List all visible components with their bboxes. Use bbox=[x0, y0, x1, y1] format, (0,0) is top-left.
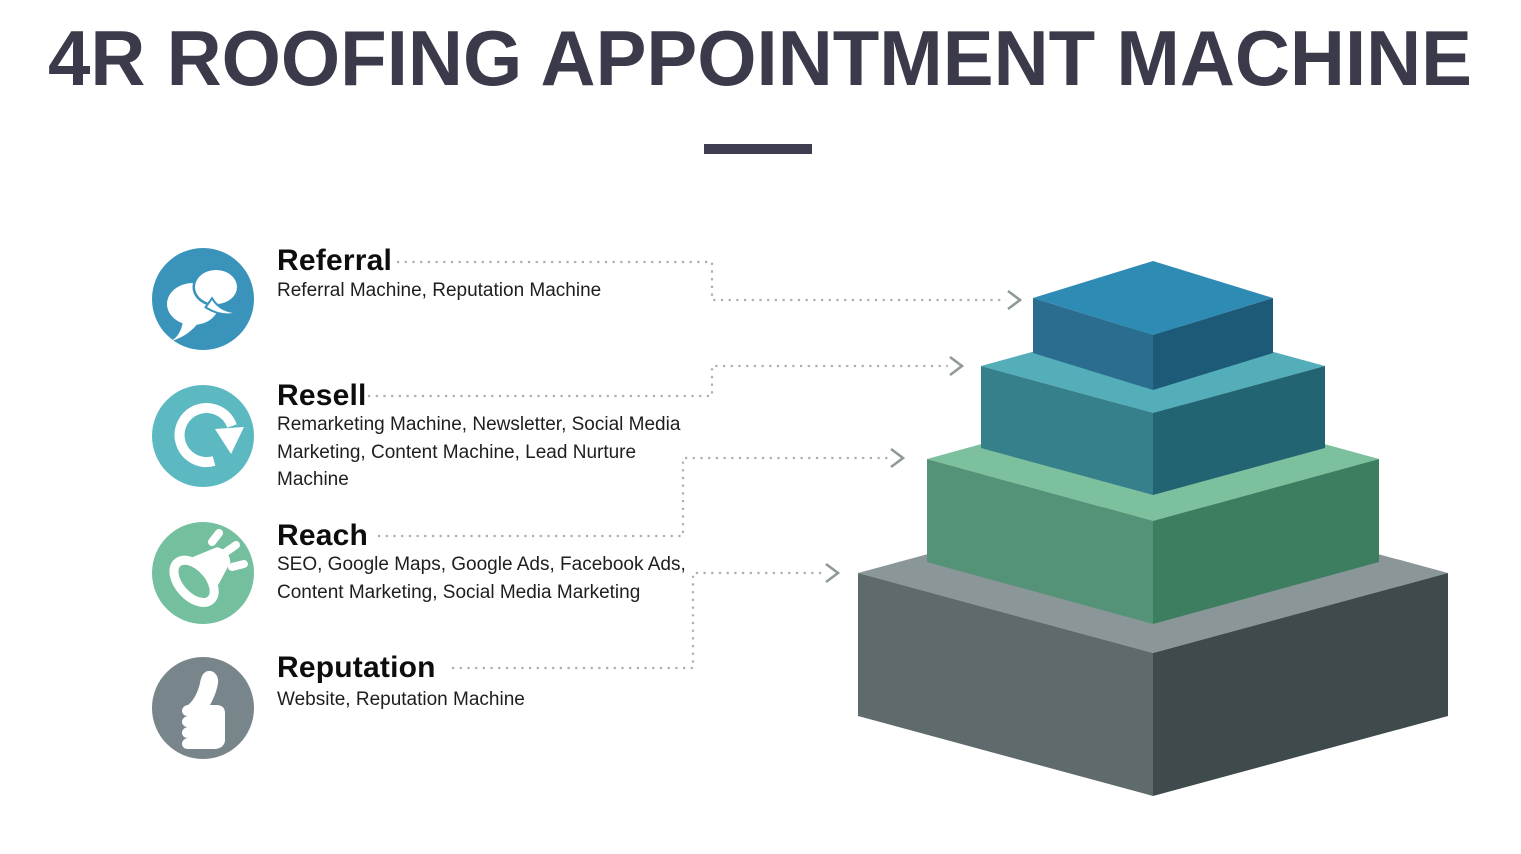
title-divider bbox=[704, 144, 812, 154]
item-description-reputation: Website, Reputation Machine bbox=[277, 689, 525, 710]
refresh-icon bbox=[152, 385, 254, 487]
layer-left-face bbox=[858, 573, 1153, 796]
arrow-right-icon bbox=[1007, 289, 1023, 311]
item-heading-referral: Referral bbox=[277, 244, 392, 277]
layer-left-face bbox=[981, 366, 1153, 495]
item-description-resell: Remarketing Machine, Newsletter, Social … bbox=[277, 414, 681, 490]
connectors bbox=[368, 260, 1006, 670]
layer-right-face bbox=[1153, 573, 1448, 796]
item-description-reach: SEO, Google Maps, Google Ads, Facebook A… bbox=[277, 554, 686, 603]
layer-right-face bbox=[1153, 298, 1273, 390]
connector-arrowheads bbox=[825, 289, 1023, 584]
connector-reach bbox=[378, 456, 889, 538]
item-heading-reach: Reach bbox=[277, 519, 369, 552]
connector-reputation bbox=[452, 571, 824, 670]
layer-right-face bbox=[1153, 366, 1325, 495]
chat-bubbles-icon bbox=[152, 248, 254, 350]
refresh-arc bbox=[174, 403, 237, 468]
arrow-right-icon bbox=[825, 562, 841, 584]
megaphone-icon bbox=[152, 522, 254, 624]
connector-resell bbox=[368, 364, 948, 398]
thumbs-up-hand bbox=[182, 670, 225, 749]
small-bubble-tail bbox=[204, 296, 234, 316]
big-bubble-tail bbox=[171, 320, 198, 341]
layer-right-face bbox=[1153, 459, 1379, 624]
item-heading-resell: Resell bbox=[277, 379, 367, 412]
arrow-right-icon bbox=[890, 447, 906, 469]
arrow-right-icon bbox=[949, 355, 965, 377]
page-title-container: 4R ROOFING APPOINTMENT MACHINE bbox=[48, 14, 1472, 102]
refresh-arrowhead bbox=[215, 427, 244, 454]
item-heading-reputation: Reputation bbox=[277, 651, 436, 684]
item-description-referral: Referral Machine, Reputation Machine bbox=[277, 280, 602, 301]
pyramid bbox=[858, 261, 1448, 796]
megaphone-body bbox=[169, 547, 231, 607]
megaphone-cone bbox=[181, 547, 231, 596]
layer-left-face bbox=[927, 459, 1153, 624]
pyramid-layer-referral bbox=[1033, 261, 1273, 390]
layer-left-face bbox=[1033, 298, 1153, 390]
icon-circle bbox=[152, 385, 254, 487]
page-title: 4R ROOFING APPOINTMENT MACHINE bbox=[48, 14, 1472, 102]
sound-rays bbox=[208, 529, 248, 571]
small-speech-bubble bbox=[192, 267, 240, 307]
thumbs-up-icon bbox=[152, 657, 254, 759]
